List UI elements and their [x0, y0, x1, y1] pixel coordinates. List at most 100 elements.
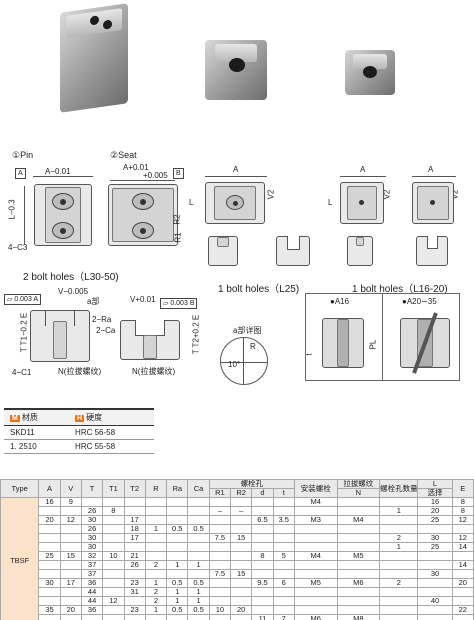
spec-cell	[272, 605, 295, 615]
spec-cell: 10	[102, 551, 125, 561]
spec-cell	[102, 542, 125, 552]
spec-cell	[144, 614, 168, 620]
spec-cell	[59, 587, 82, 597]
spec-cell	[272, 506, 295, 516]
spec-cell: 25	[417, 542, 453, 552]
assembly-a16-view	[322, 318, 364, 368]
spec-cell	[272, 587, 295, 597]
spec-cell	[38, 614, 61, 620]
caption-2-bolt-holes: 2 bolt holes（L30-50)	[23, 272, 119, 283]
spec-cell	[336, 587, 381, 597]
spec-cell: 17	[123, 515, 146, 525]
spec-cell: 30	[417, 569, 453, 579]
spec-cell	[102, 497, 125, 507]
spec-cell	[293, 569, 338, 579]
spec-cell	[187, 569, 210, 579]
spec-cell: M3	[293, 515, 338, 525]
caption-1-bolt-l16: 1 bolt holes（L16-20)	[352, 284, 448, 295]
product-photo-1-bolt-l16	[345, 50, 395, 95]
spec-cell: 37	[80, 569, 104, 579]
spec-cell: 30	[80, 533, 104, 543]
spec-cell	[230, 614, 253, 620]
spec-cell	[102, 587, 125, 597]
spec-cell: 20	[230, 605, 253, 615]
spec-cell: 23	[123, 578, 146, 588]
spec-cell	[166, 533, 189, 543]
spec-cell	[208, 614, 232, 620]
spec-cell	[59, 569, 82, 579]
spec-cell	[230, 515, 253, 525]
spec-cell	[251, 605, 274, 615]
l25-top-view	[205, 182, 265, 224]
spec-cell	[38, 542, 61, 552]
col-pull-n: N	[336, 488, 381, 498]
spec-cell	[379, 560, 419, 570]
spec-cell	[208, 524, 232, 534]
a-detail-marker: a部	[87, 297, 100, 306]
spec-cell	[38, 596, 61, 606]
spec-cell	[336, 524, 381, 534]
spec-cell: 14	[451, 542, 474, 552]
spec-cell	[251, 524, 274, 534]
flatness-pin: ▱ 0.003 A	[4, 294, 42, 305]
spec-cell: 25	[38, 551, 61, 561]
spec-cell: 36	[80, 605, 104, 615]
spec-cell: 0.5	[166, 524, 189, 534]
spec-cell: 26	[80, 524, 104, 534]
spec-cell	[123, 614, 146, 620]
spec-cell	[251, 569, 274, 579]
spec-cell	[379, 497, 419, 507]
spec-cell	[230, 578, 253, 588]
spec-cell	[208, 515, 232, 525]
spec-cell	[451, 614, 474, 620]
spec-cell	[417, 524, 453, 534]
col-t1: T1	[102, 479, 125, 498]
spec-cell	[451, 596, 474, 606]
pin-n-thread: N(拉拔螺纹)	[58, 367, 102, 376]
spec-cell	[379, 587, 419, 597]
spec-cell	[451, 569, 474, 579]
spec-cell	[251, 506, 274, 516]
pin-chamfer-c3: 4−C3	[8, 243, 28, 252]
spec-cell	[417, 560, 453, 570]
spec-cell	[417, 578, 453, 588]
product-photo-2-bolt	[60, 3, 128, 113]
spec-cell	[272, 533, 295, 543]
spec-cell	[59, 596, 82, 606]
spec-cell	[293, 587, 338, 597]
spec-cell	[80, 614, 104, 620]
spec-cell	[166, 515, 189, 525]
spec-cell: 1	[166, 596, 189, 606]
spec-cell: M5	[293, 578, 338, 588]
spec-cell	[38, 506, 61, 516]
spec-cell: 7.5	[208, 533, 232, 543]
spec-cell: M4	[293, 497, 338, 507]
spec-cell	[379, 614, 419, 620]
spec-cell: 2	[144, 560, 168, 570]
spec-cell	[336, 560, 381, 570]
spec-cell	[102, 614, 125, 620]
detail-a-circle	[220, 337, 268, 385]
spec-cell	[379, 569, 419, 579]
spec-cell: 1	[144, 578, 168, 588]
datum-a-label: A	[15, 168, 26, 179]
spec-cell	[451, 587, 474, 597]
pin-l-dimension-line	[24, 186, 25, 244]
col-d: d	[251, 488, 274, 498]
spec-cell	[102, 605, 125, 615]
spec-cell	[38, 587, 61, 597]
spec-cell	[102, 569, 125, 579]
spec-cell	[208, 596, 232, 606]
spec-cell	[59, 614, 82, 620]
assembly-t-label: t	[304, 353, 314, 356]
spec-cell: 23	[123, 605, 146, 615]
spec-cell	[187, 551, 210, 561]
col-e: E	[451, 479, 474, 498]
spec-cell	[379, 596, 419, 606]
pin-ca: 2−Ca	[96, 326, 116, 335]
